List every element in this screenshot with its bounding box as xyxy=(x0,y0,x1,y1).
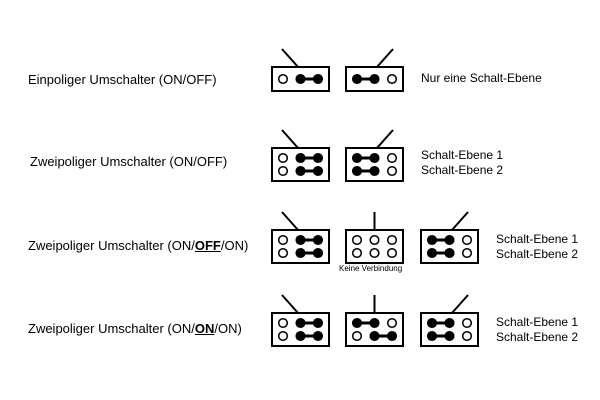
row-3-level-1: Schalt-Ebene 1 xyxy=(496,232,579,246)
row-4-switch-3-contact xyxy=(461,317,473,329)
row-3-switch-2-contact xyxy=(386,234,398,246)
row-4-label: Zweipoliger Umschalter (ON/ON/ON) xyxy=(28,321,242,336)
row-1-switch-1-lever xyxy=(281,48,299,68)
row-2-switch-2-body xyxy=(345,147,404,182)
row-3-switch-3-contact xyxy=(426,247,438,259)
row-2-level-2: Schalt-Ebene 2 xyxy=(421,163,504,177)
row-3-label-text-a: Zweipoliger Umschalter (ON/ xyxy=(28,238,195,253)
row-2-level-1: Schalt-Ebene 1 xyxy=(421,148,504,162)
row-3-switch-2-contact xyxy=(351,234,363,246)
row-3-switch-1-lever xyxy=(281,211,299,231)
row-4-level-1: Schalt-Ebene 1 xyxy=(496,315,579,329)
row-3-label: Zweipoliger Umschalter (ON/OFF/ON) xyxy=(28,238,248,253)
row-3-switch-2-contact xyxy=(369,234,380,246)
row-4-switch-1-contact xyxy=(295,330,306,342)
row-3-switch-2-contact xyxy=(351,247,363,259)
row-2-label-text: Zweipoliger Umschalter (ON/OFF) xyxy=(30,154,228,169)
row-4-switch-2-contact xyxy=(351,317,363,329)
row-4-switch-3-contact xyxy=(426,317,438,329)
row-2-switch-2-contact xyxy=(386,165,398,177)
row-3-switch-3-contact xyxy=(444,234,455,246)
row-3-switch-1-contact xyxy=(312,247,324,259)
row-1-level-1: Nur eine Schalt-Ebene xyxy=(421,71,542,85)
row-2-switch-1-contact xyxy=(312,165,324,177)
row-2-switch-1-body xyxy=(271,147,330,182)
row-4-switch-3-contact xyxy=(444,317,455,329)
row-2-switch-2-lever xyxy=(376,129,394,149)
row-4-label-text-a: Zweipoliger Umschalter (ON/ xyxy=(28,321,195,336)
row-3-switch-3-contact xyxy=(426,234,438,246)
row-3-switch-3-contact xyxy=(461,247,473,259)
row-3-switch-1-contact xyxy=(277,247,289,259)
no-connection-caption: Keine Verbindung xyxy=(339,264,403,273)
row-4-switch-3-contact xyxy=(426,330,438,342)
row-1-label-text: Einpoliger Umschalter (ON/OFF) xyxy=(28,72,217,87)
row-4-switch-1-contact xyxy=(295,317,306,329)
row-3-switch-1-contact xyxy=(295,247,306,259)
row-2-switch-1-contact xyxy=(295,152,306,164)
row-4-switch-3-contact xyxy=(461,330,473,342)
row-4-switch-1-contact xyxy=(277,317,289,329)
row-2-switch-1-contact xyxy=(295,165,306,177)
row-4-switch-1-contact xyxy=(277,330,289,342)
row-2-switch-2-contact xyxy=(386,152,398,164)
row-1-switch-2-contact xyxy=(369,73,380,85)
row-4-label-emphasis: ON xyxy=(194,321,215,336)
row-4-switch-2-contact xyxy=(369,317,380,329)
row-4-switch-2-contact xyxy=(351,330,363,342)
row-1-switch-2-lever xyxy=(376,48,394,68)
row-2-level-labels: Schalt-Ebene 1 Schalt-Ebene 2 xyxy=(421,148,503,178)
row-2-switch-2-contact xyxy=(369,165,380,177)
row-4-level-labels: Schalt-Ebene 1 Schalt-Ebene 2 xyxy=(496,315,578,345)
row-2-label: Zweipoliger Umschalter (ON/OFF) xyxy=(30,154,227,169)
row-3-switch-1-contact xyxy=(277,234,289,246)
row-1-switch-2-contact xyxy=(351,73,363,85)
row-3-switch-2-contact xyxy=(369,247,380,259)
row-2-switch-1-lever xyxy=(281,129,299,149)
row-2-switch-2-contact xyxy=(351,165,363,177)
row-1-switch-2-contact xyxy=(386,73,398,85)
row-2-switch-1-contact xyxy=(312,152,324,164)
row-3-level-2: Schalt-Ebene 2 xyxy=(496,247,579,261)
row-1-label: Einpoliger Umschalter (ON/OFF) xyxy=(28,72,217,87)
row-2-switch-1-contact xyxy=(277,165,289,177)
row-4-switch-2-contact xyxy=(386,330,398,342)
row-2-switch-2-contact xyxy=(369,152,380,164)
row-4-switch-1-contact xyxy=(312,330,324,342)
row-4-switch-3-contact xyxy=(444,330,455,342)
row-3-switch-2-contact xyxy=(386,247,398,259)
row-2-switch-2-contact xyxy=(351,152,363,164)
row-3-label-text-b: /ON) xyxy=(220,238,249,253)
row-3-level-labels: Schalt-Ebene 1 Schalt-Ebene 2 xyxy=(496,232,578,262)
row-3-switch-3-contact xyxy=(461,234,473,246)
row-3-switch-3-contact xyxy=(444,247,455,259)
row-4-switch-1-contact xyxy=(312,317,324,329)
row-4-switch-1-lever xyxy=(281,294,299,314)
row-3-switch-1-contact xyxy=(295,234,306,246)
row-3-switch-1-contact xyxy=(312,234,324,246)
row-4-level-2: Schalt-Ebene 2 xyxy=(496,330,579,344)
row-1-switch-1-contact xyxy=(277,73,289,85)
row-2-switch-1-contact xyxy=(277,152,289,164)
row-4-switch-3-lever xyxy=(451,294,469,314)
row-3-label-emphasis: OFF xyxy=(194,238,221,253)
row-4-label-text-b: /ON) xyxy=(214,321,242,336)
row-1-level-label: Nur eine Schalt-Ebene xyxy=(421,71,542,86)
row-4-switch-2-contact xyxy=(386,317,398,329)
row-4-switch-2-contact xyxy=(369,330,380,342)
row-1-switch-1-contact xyxy=(312,73,324,85)
row-1-switch-1-contact xyxy=(295,73,306,85)
row-3-switch-3-lever xyxy=(451,211,469,231)
